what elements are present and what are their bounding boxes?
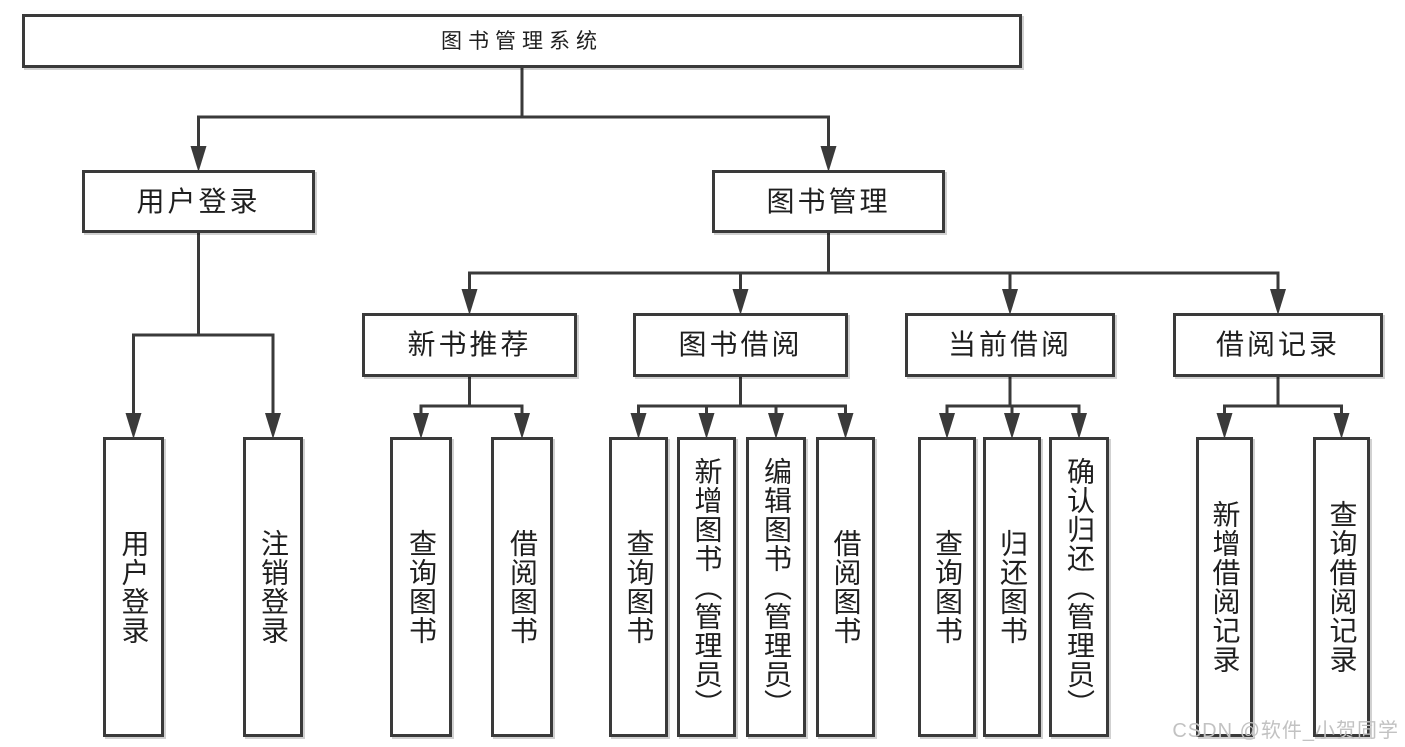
node-label: 注销登录: [258, 529, 289, 645]
edge-from-user-login: [132, 232, 275, 429]
node-user-login: 用户登录: [82, 170, 315, 233]
node-new-book: 新书推荐: [362, 313, 577, 377]
node-label: 编辑图书（管理员）: [761, 456, 792, 718]
node-label: 用户登录: [136, 185, 261, 217]
node-bb-add: 新增图书（管理员）: [677, 437, 736, 737]
node-label: 图书借阅: [678, 329, 803, 360]
edge-from-new-book: [419, 376, 524, 429]
node-root: 图书管理系统: [22, 14, 1022, 68]
node-cb-return: 归还图书: [983, 437, 1041, 737]
edge-from-book-mgmt: [468, 232, 1280, 305]
node-borrow-records: 借阅记录: [1173, 313, 1383, 377]
node-label: 查询借阅记录: [1326, 500, 1358, 674]
node-label: 新书推荐: [407, 329, 532, 360]
node-current-borrow: 当前借阅: [905, 313, 1115, 377]
node-leaf-logout: 注销登录: [243, 437, 303, 737]
node-label: 用户登录: [118, 529, 150, 645]
node-nb-query: 查询图书: [390, 437, 452, 737]
node-label: 新增借阅记录: [1209, 500, 1241, 674]
node-cb-confirm: 确认归还（管理员）: [1049, 437, 1109, 737]
node-book-mgmt: 图书管理: [712, 170, 945, 233]
node-label: 当前借阅: [947, 329, 1072, 360]
node-label: 查询图书: [623, 529, 655, 645]
node-label: 借阅记录: [1215, 329, 1340, 360]
edge-from-book-borrow: [637, 376, 847, 429]
edge-from-root: [197, 67, 830, 162]
node-label: 图书管理: [766, 185, 891, 217]
node-br-query: 查询借阅记录: [1313, 437, 1370, 737]
node-label: 图书管理系统: [441, 29, 603, 53]
edge-from-current-borrow: [945, 376, 1081, 429]
node-label: 归还图书: [997, 529, 1028, 645]
node-nb-borrow: 借阅图书: [491, 437, 553, 737]
node-bb-borrow: 借阅图书: [816, 437, 875, 737]
node-label: 查询图书: [406, 529, 437, 645]
edge-from-borrow-records: [1223, 376, 1343, 429]
watermark: CSDN @软件_小贺同学: [1172, 720, 1399, 742]
node-br-add: 新增借阅记录: [1196, 437, 1253, 737]
node-label: 查询图书: [932, 529, 963, 645]
node-label: 借阅图书: [507, 529, 538, 645]
node-bb-query: 查询图书: [609, 437, 668, 737]
node-bb-edit: 编辑图书（管理员）: [746, 437, 806, 737]
node-leaf-user-login: 用户登录: [103, 437, 164, 737]
node-label: 新增图书（管理员）: [691, 456, 723, 718]
node-label: 借阅图书: [830, 529, 862, 645]
node-cb-query: 查询图书: [918, 437, 976, 737]
node-label: 确认归还（管理员）: [1064, 456, 1095, 718]
node-book-borrow: 图书借阅: [633, 313, 848, 377]
